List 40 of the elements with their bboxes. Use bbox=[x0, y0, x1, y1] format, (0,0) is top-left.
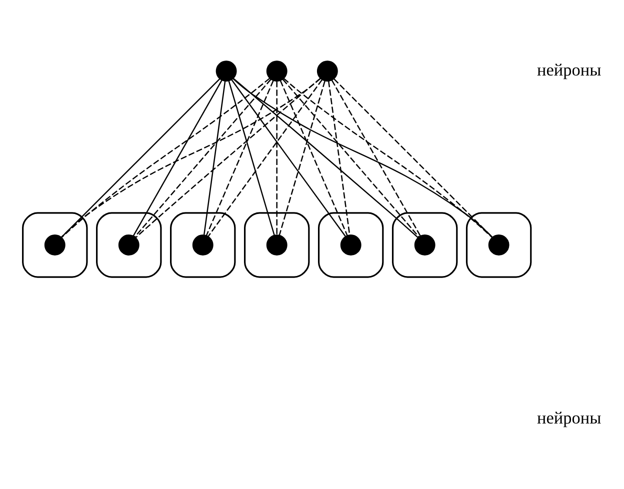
connector bbox=[61, 77, 270, 238]
connector bbox=[60, 78, 321, 238]
connector bbox=[60, 78, 220, 238]
connector bbox=[232, 77, 418, 238]
label: нейроны bbox=[537, 408, 602, 427]
node-circle bbox=[192, 234, 214, 255]
cluster bbox=[244, 212, 310, 278]
cluster bbox=[466, 212, 532, 278]
node-circle bbox=[340, 234, 362, 255]
node-circle bbox=[118, 234, 140, 255]
connector bbox=[276, 80, 278, 234]
cluster bbox=[318, 212, 384, 278]
connector bbox=[208, 78, 323, 236]
connector bbox=[278, 80, 326, 235]
label: нейроны bbox=[537, 60, 602, 80]
cluster bbox=[392, 212, 458, 278]
node-circle bbox=[266, 60, 288, 82]
node-circle bbox=[316, 60, 338, 82]
node-circle bbox=[488, 234, 510, 255]
connector bbox=[282, 78, 420, 237]
connector bbox=[328, 80, 350, 234]
connector bbox=[333, 78, 493, 238]
cluster bbox=[96, 212, 162, 278]
cluster bbox=[170, 212, 236, 278]
connector bbox=[228, 80, 275, 235]
cluster bbox=[22, 212, 88, 278]
connector bbox=[231, 78, 346, 236]
connector bbox=[203, 80, 226, 234]
connector bbox=[134, 78, 272, 237]
connector bbox=[206, 80, 274, 236]
connector bbox=[232, 78, 493, 238]
connector bbox=[331, 79, 421, 236]
connector bbox=[280, 80, 348, 236]
node-circle bbox=[414, 234, 436, 255]
connector bbox=[132, 79, 222, 236]
node-circle bbox=[266, 234, 288, 255]
node-circle bbox=[216, 60, 237, 82]
connector bbox=[135, 77, 321, 238]
node-circle bbox=[44, 234, 66, 255]
connector bbox=[283, 77, 493, 238]
